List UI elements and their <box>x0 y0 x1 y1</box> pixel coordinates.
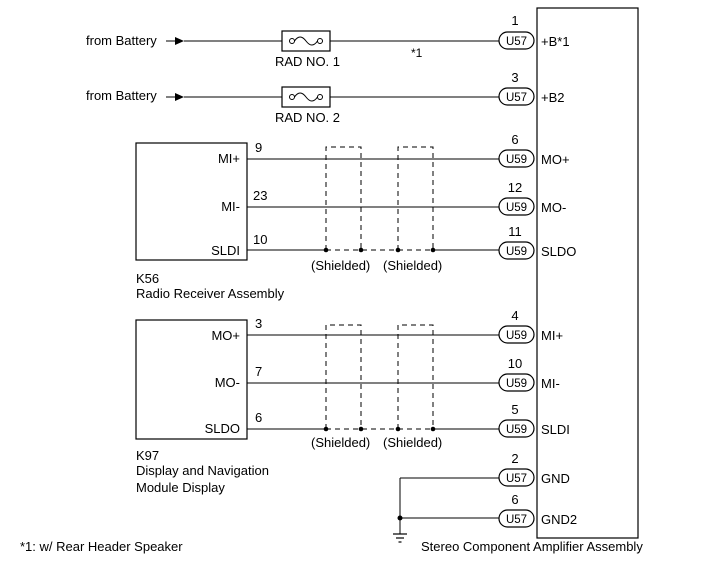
connector-code: U59 <box>506 246 527 258</box>
connector-pill <box>498 373 535 392</box>
footnote: *1: w/ Rear Header Speaker <box>20 539 183 554</box>
amp-pin-name: GND <box>541 471 570 486</box>
amplifier-box <box>536 7 639 539</box>
fuse-icon <box>281 30 331 52</box>
k97-pin-number: 6 <box>255 410 262 425</box>
connector-code: U59 <box>506 154 527 166</box>
connector-code: U57 <box>506 514 527 526</box>
connector-pill <box>498 149 535 168</box>
amp-pin-name: GND2 <box>541 512 577 527</box>
amp-pin-number: 12 <box>508 180 522 195</box>
amp-pin-number: 11 <box>508 224 522 239</box>
k56-pin-label: MI- <box>221 199 240 214</box>
amp-pin-number: 5 <box>511 402 518 417</box>
connector-code: U57 <box>506 36 527 48</box>
k56-pin-label: SLDI <box>211 243 240 258</box>
connector-pill <box>498 325 535 344</box>
shield-lower <box>323 324 436 432</box>
fuse-icon <box>281 86 331 108</box>
amp-pin-number: 10 <box>508 356 522 371</box>
amp-pin-row: 2 U57 GND <box>498 451 570 487</box>
amp-pin-row: 1 U57 +B*1 <box>498 13 570 50</box>
shield-label: (Shielded) <box>383 258 442 273</box>
amp-pin-number: 2 <box>511 451 518 466</box>
amp-pin-name: MO- <box>541 200 566 215</box>
k97-code: K97 <box>136 448 159 463</box>
amp-pin-number: 1 <box>511 13 518 28</box>
amp-pin-row: 6 U59 MO+ <box>498 132 570 168</box>
amp-pin-number: 6 <box>511 492 518 507</box>
fuse-label-2: RAD NO. 2 <box>275 110 340 125</box>
k56-name: Radio Receiver Assembly <box>136 286 285 301</box>
amp-pin-name: MO+ <box>541 152 570 167</box>
arrow-right-icon <box>166 37 184 45</box>
amp-pin-row: 6 U57 GND2 <box>498 492 577 528</box>
connector-code: U59 <box>506 378 527 390</box>
amp-pin-number: 3 <box>511 70 518 85</box>
amp-pin-name: +B*1 <box>541 34 570 49</box>
k97-pin-number: 3 <box>255 316 262 331</box>
connector-code: U57 <box>506 473 527 485</box>
shield-label: (Shielded) <box>311 258 370 273</box>
k97-pin-label: MO- <box>215 375 240 390</box>
connector-code: U59 <box>506 424 527 436</box>
note-marker: *1 <box>411 46 423 60</box>
k97-name-line2: Module Display <box>136 480 225 495</box>
amp-pin-row: 3 U57 +B2 <box>498 70 565 106</box>
connector-pill <box>498 468 535 487</box>
connector-pill <box>498 87 535 106</box>
amp-pin-row: 5 U59 SLDI <box>498 402 570 438</box>
battery-source-2: from Battery <box>86 88 157 103</box>
connector-pill <box>498 509 535 528</box>
k97-pin-number: 7 <box>255 364 262 379</box>
amp-pin-row: 11 U59 SLDO <box>498 224 576 260</box>
k56-box <box>135 142 248 261</box>
amp-pin-name: MI+ <box>541 328 563 343</box>
k56-code: K56 <box>136 271 159 286</box>
k97-name-line1: Display and Navigation <box>136 463 269 478</box>
k56-pin-label: MI+ <box>218 151 240 166</box>
k56-pin-number: 23 <box>253 188 267 203</box>
k56-pin-number: 9 <box>255 140 262 155</box>
connector-pill <box>498 197 535 216</box>
amp-pin-name: SLDO <box>541 244 576 259</box>
connector-pill <box>498 241 535 260</box>
fuse-label-1: RAD NO. 1 <box>275 54 340 69</box>
connector-code: U59 <box>506 202 527 214</box>
amp-pin-number: 6 <box>511 132 518 147</box>
amp-pin-number: 4 <box>511 308 518 323</box>
ground-icon <box>393 533 407 543</box>
connector-pill <box>498 31 535 50</box>
shield-label: (Shielded) <box>311 435 370 450</box>
amp-pin-row: 10 U59 MI- <box>498 356 560 392</box>
amp-pin-name: MI- <box>541 376 560 391</box>
arrow-right-icon <box>166 93 184 101</box>
amp-pin-name: +B2 <box>541 90 565 105</box>
ground-junction <box>397 515 403 521</box>
connector-code: U57 <box>506 92 527 104</box>
shield-upper <box>323 146 436 253</box>
k97-pin-label: MO+ <box>211 328 240 343</box>
amp-pin-row: 12 U59 MO- <box>498 180 566 216</box>
k56-pin-number: 10 <box>253 232 267 247</box>
amp-pin-row: 4 U59 MI+ <box>498 308 563 344</box>
amplifier-name: Stereo Component Amplifier Assembly <box>421 539 643 554</box>
k97-pin-label: SLDO <box>205 421 240 436</box>
battery-source-1: from Battery <box>86 33 157 48</box>
shield-label: (Shielded) <box>383 435 442 450</box>
amp-pin-name: SLDI <box>541 422 570 437</box>
connector-code: U59 <box>506 330 527 342</box>
k97-box <box>135 319 248 440</box>
connector-pill <box>498 419 535 438</box>
